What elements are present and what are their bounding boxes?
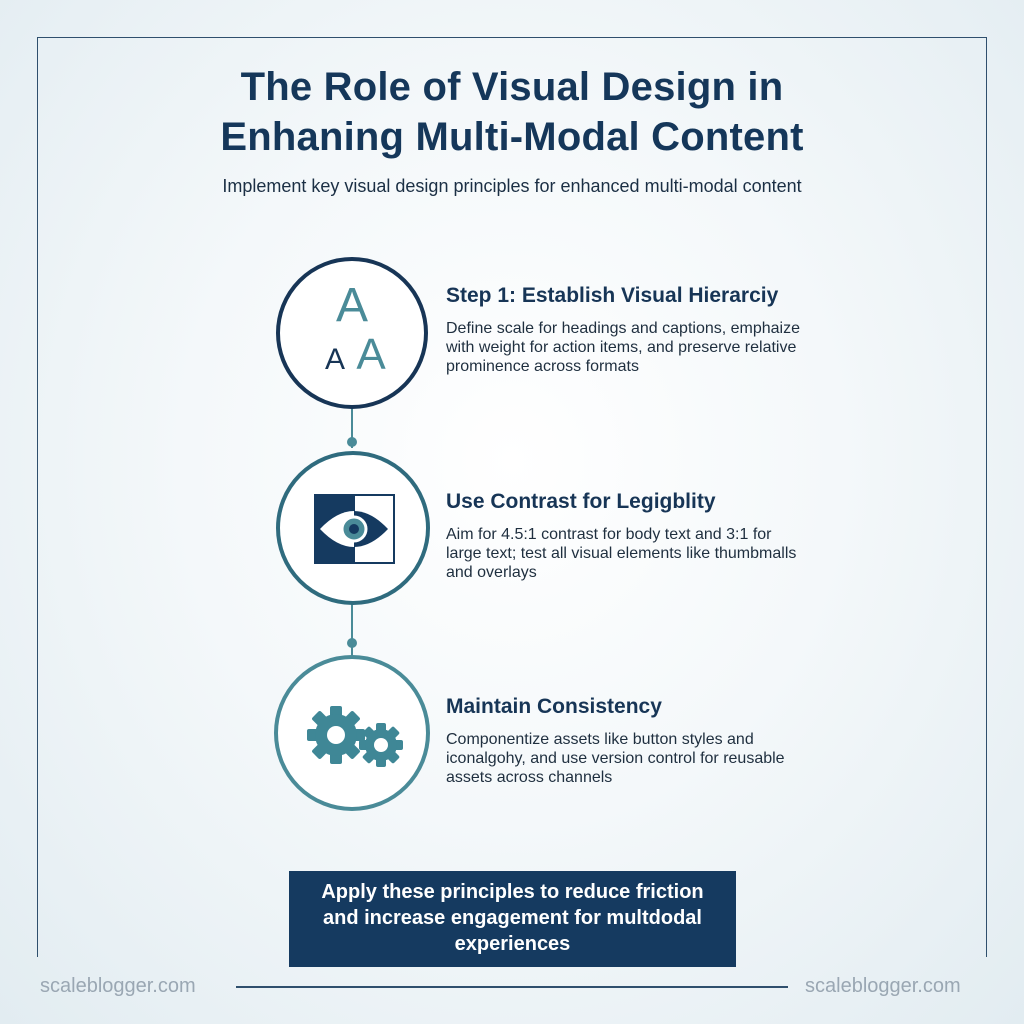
gears-icon — [307, 706, 403, 767]
step-1-description: Define scale for headings and captions, … — [446, 320, 800, 375]
contrast-eye-icon — [314, 494, 395, 564]
typography-glyph-large: A — [336, 279, 368, 332]
connector-dot-1 — [347, 437, 357, 447]
step-3-circle — [274, 655, 430, 811]
footer-brand-left: scaleblogger.com — [40, 975, 196, 997]
connector-line-2 — [351, 604, 353, 656]
title-line-2: Enhaning Multi-Modal Content — [220, 115, 804, 159]
cta-text: Apply these principles to reduce frictio… — [321, 881, 704, 955]
typography-glyph-medium: A — [356, 330, 386, 379]
footer-divider — [236, 986, 788, 988]
step-3-heading: Maintain Consistency — [446, 695, 662, 718]
connector-line-1 — [351, 408, 353, 448]
step-2-heading: Use Contrast for Legigblity — [446, 490, 716, 513]
step-3-text: Maintain Consistency Componentize assets… — [446, 694, 806, 787]
gear-small-icon — [359, 723, 403, 767]
footer-brand-right: scaleblogger.com — [805, 975, 961, 997]
typography-icon: A A A — [325, 279, 386, 379]
step-2-text: Use Contrast for Legigblity Aim for 4.5:… — [446, 489, 806, 582]
page-frame — [37, 37, 987, 957]
title-line-1: The Role of Visual Design in — [240, 65, 784, 109]
step-1-text: Step 1: Establish Visual Hierarciy Defin… — [446, 283, 806, 376]
step-1-heading: Step 1: Establish Visual Hierarciy — [446, 284, 779, 307]
page-title: The Role of Visual Design in Enhaning Mu… — [62, 62, 962, 162]
gear-large-icon — [307, 706, 365, 764]
eye-pupil — [349, 524, 359, 534]
step-2-description: Aim for 4.5:1 contrast for body text and… — [446, 526, 797, 581]
step-2-circle — [276, 451, 430, 605]
cta-banner: Apply these principles to reduce frictio… — [289, 871, 736, 967]
step-1-circle: A A A — [276, 257, 428, 409]
step-3-description: Componentize assets like button styles a… — [446, 731, 785, 786]
connector-dot-2 — [347, 638, 357, 648]
typography-glyph-small: A — [325, 343, 345, 376]
page-subtitle: Implement key visual design principles f… — [222, 176, 802, 196]
